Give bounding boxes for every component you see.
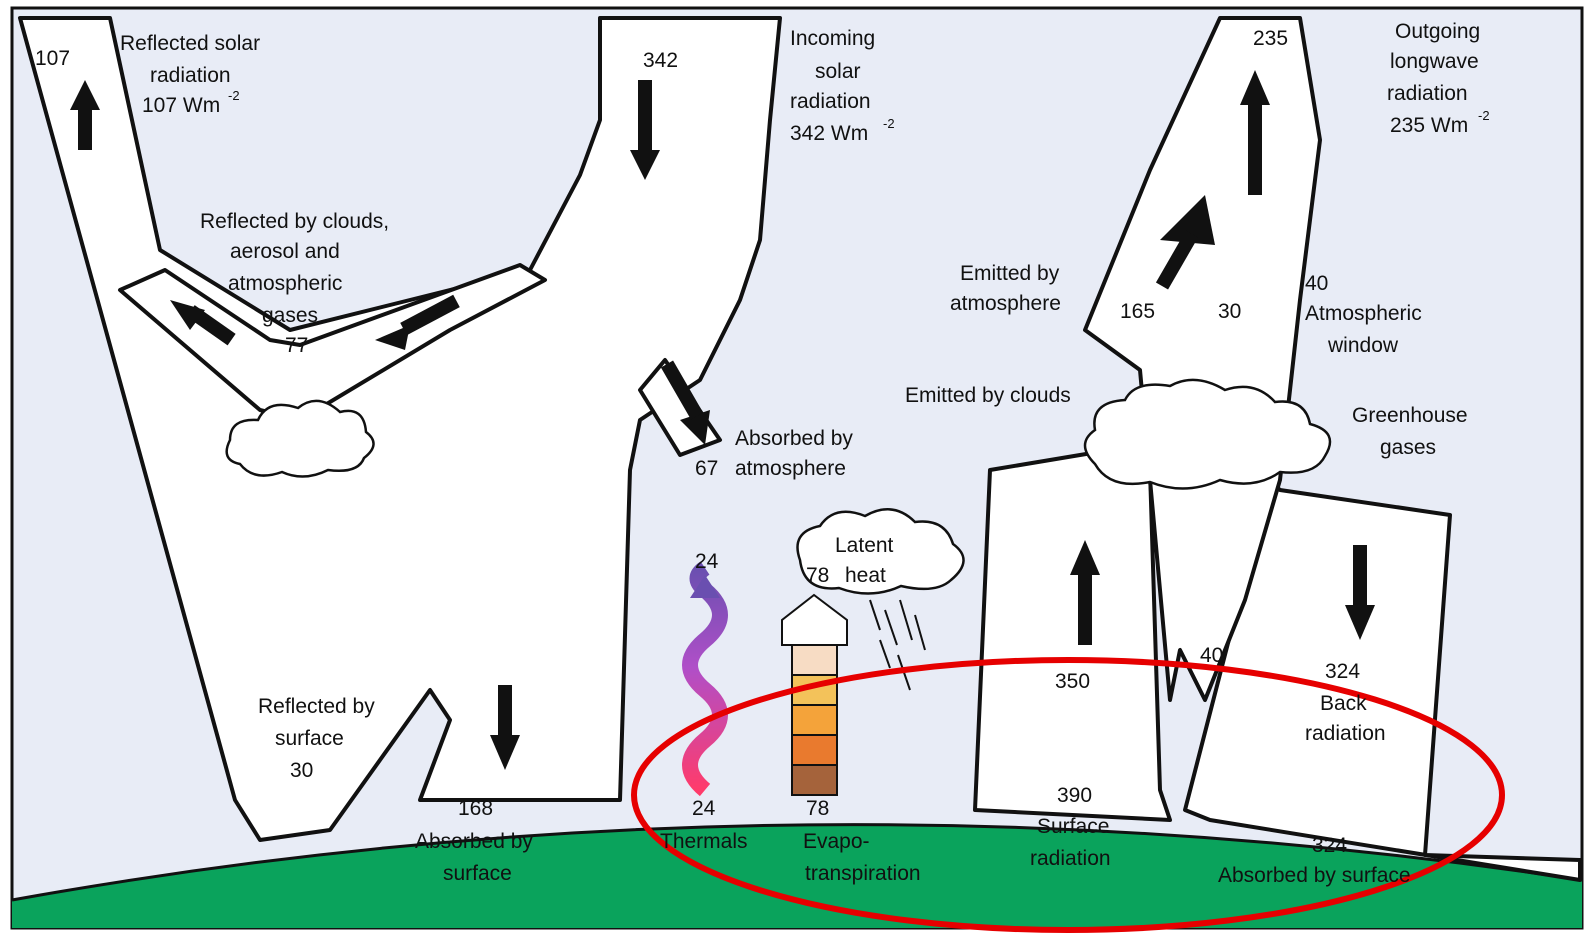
label-greenhouse-1: Greenhouse [1352, 404, 1468, 427]
label-emit-atm-1: Emitted by [960, 262, 1060, 285]
label-latent-2: heat [845, 564, 886, 587]
label-incoming-1: Incoming [790, 27, 875, 50]
label-clouds-5: 77 [285, 334, 308, 357]
label-350: 350 [1055, 670, 1090, 693]
label-342-top: 342 [643, 49, 678, 72]
label-back-2: radiation [1305, 722, 1386, 745]
label-emit-atm-2: atmosphere [950, 292, 1061, 315]
label-78-top: 78 [806, 564, 829, 587]
label-refl-surf-1: Reflected by [258, 695, 375, 718]
label-thermals: Thermals [660, 830, 748, 853]
label-reflected-solar-2: radiation [150, 64, 231, 87]
label-107-top: 107 [35, 47, 70, 70]
label-surf-rad-2: radiation [1030, 847, 1111, 870]
label-168: 168 [458, 797, 493, 820]
label-78-bot: 78 [806, 797, 829, 820]
label-clouds-4: gases [262, 304, 318, 327]
label-24-top: 24 [695, 550, 719, 573]
label-window-2: window [1327, 334, 1399, 357]
label-235-top: 235 [1253, 27, 1288, 50]
label-outgoing-2: longwave [1390, 50, 1479, 73]
surface-radiation-column [975, 450, 1170, 820]
label-window-1: Atmospheric [1305, 302, 1422, 325]
label-outgoing-1: Outgoing [1395, 20, 1480, 43]
label-incoming-4: 342 Wm [790, 122, 868, 145]
label-abs-surf-2: surface [443, 862, 512, 885]
label-outgoing-3: radiation [1387, 82, 1468, 105]
label-absorbed-atm-2: atmosphere [735, 457, 846, 480]
label-greenhouse-2: gases [1380, 436, 1436, 459]
label-incoming-2: solar [815, 60, 861, 83]
label-surf-rad-1: Surface [1037, 815, 1109, 838]
label-40-top: 40 [1305, 272, 1328, 295]
label-67: 67 [695, 457, 718, 480]
label-exp-3: -2 [1478, 108, 1490, 123]
label-reflected-solar-3: 107 Wm [142, 94, 220, 117]
label-evapo-2: transpiration [805, 862, 921, 885]
label-evapo-1: Evapo- [803, 830, 870, 853]
label-324-back: 324 [1325, 660, 1360, 683]
label-incoming-3: radiation [790, 90, 871, 113]
label-abs-surf-1: Absorbed by [415, 830, 533, 853]
label-refl-surf-2: surface [275, 727, 344, 750]
label-emitted-by-clouds: Emitted by clouds [905, 384, 1071, 407]
evapotranspiration-column [782, 595, 847, 795]
label-40-low: 40 [1200, 644, 1223, 667]
label-390: 390 [1057, 784, 1092, 807]
label-clouds-2: aerosol and [230, 240, 340, 263]
label-exp-1: -2 [228, 88, 240, 103]
label-back-1: Back [1320, 692, 1367, 715]
label-refl-surf-3: 30 [290, 759, 313, 782]
label-165: 165 [1120, 300, 1155, 323]
label-30-mid: 30 [1218, 300, 1241, 323]
label-reflected-solar-1: Reflected solar [120, 32, 260, 55]
label-24-bot: 24 [692, 797, 716, 820]
label-absorbed-atm-1: Absorbed by [735, 427, 853, 450]
label-latent-1: Latent [835, 534, 894, 557]
label-outgoing-4: 235 Wm [1390, 114, 1468, 137]
label-abs-by-surface: Absorbed by surface [1218, 864, 1411, 887]
label-clouds-3: atmospheric [228, 272, 342, 295]
label-exp-2: -2 [883, 116, 895, 131]
label-324-bot: 324 [1312, 834, 1347, 857]
label-clouds-1: Reflected by clouds, [200, 210, 389, 233]
